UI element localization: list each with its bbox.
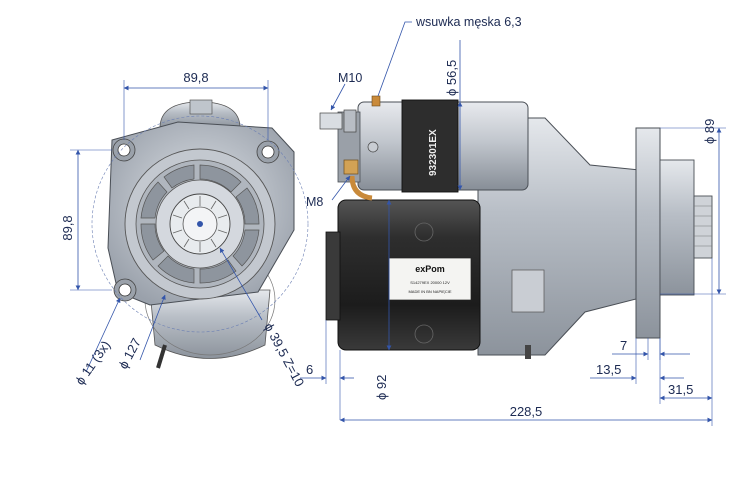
mounting-hole-bottom xyxy=(113,278,137,302)
label-m8: M8 xyxy=(306,195,323,209)
nameplate-line1: S14279EX 20000 12V xyxy=(410,280,450,285)
solenoid-part-number: 932301EX xyxy=(428,129,439,176)
dim-6: 6 xyxy=(306,362,313,377)
mounting-hole-top-left xyxy=(112,138,136,162)
dim-total-length: 228,5 xyxy=(510,404,543,419)
nameplate-line2: MADE IN BN NAPIĘCIE xyxy=(408,289,451,294)
label-connector: wsuwka męska 6,3 xyxy=(415,15,522,29)
dim-pinion: ϕ 39,5 Z=10 xyxy=(261,320,307,389)
front-view xyxy=(91,99,309,369)
label-m10: M10 xyxy=(338,71,362,85)
dim-7: 7 xyxy=(620,338,627,353)
pinion-gear xyxy=(169,193,231,255)
dim-holes: ϕ 11 (3x) xyxy=(72,338,113,388)
mounting-hole-top-right xyxy=(256,140,280,164)
dim-bolt-circle: ϕ 127 xyxy=(115,336,144,372)
motor-body: exPom S14279EX 20000 12V MADE IN BN NAPI… xyxy=(325,199,531,359)
dim-solenoid: ϕ 56,5 xyxy=(444,60,459,96)
dim-height-left: 89,8 xyxy=(60,215,75,240)
solenoid: 932301EX xyxy=(319,95,529,201)
dim-width-top: 89,8 xyxy=(183,70,208,85)
dim-body: ϕ 92 xyxy=(374,375,389,400)
dim-31-5: 31,5 xyxy=(668,382,693,397)
side-view: exPom S14279EX 20000 12V MADE IN BN NAPI… xyxy=(319,95,713,359)
dim-flange: ϕ 89 xyxy=(702,119,717,144)
nameplate-brand: exPom xyxy=(415,264,445,274)
dimension-lines xyxy=(70,21,726,426)
dim-13-5: 13,5 xyxy=(596,362,621,377)
nameplate xyxy=(388,257,472,301)
